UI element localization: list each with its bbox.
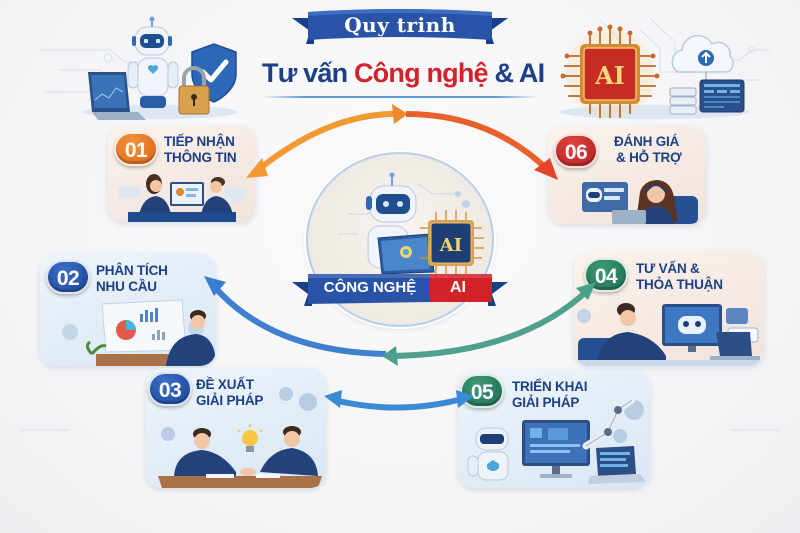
title-part-2: Công nghệ	[353, 58, 489, 88]
step-title: TIẾP NHẬN THÔNG TIN	[164, 134, 237, 166]
ribbon-banner-shape	[292, 9, 508, 44]
security-robot-illustration	[82, 16, 238, 120]
step-card-05: 05 TRIỂN KHAI GIẢI PHÁP	[458, 370, 650, 488]
step-number-badge: 03	[148, 372, 192, 406]
step-number-badge: 05	[460, 374, 504, 408]
step-title-line-2: & HỖ TRỢ	[616, 150, 682, 165]
step-title-line-1: PHÂN TÍCH	[96, 263, 168, 278]
step-title-line-2: GIẢI PHÁP	[512, 395, 580, 410]
dashboard-icon	[699, 79, 745, 113]
step-title: TRIỂN KHAI GIẢI PHÁP	[512, 379, 587, 411]
analysis-scene-icon	[62, 299, 216, 366]
step-number-badge: 04	[584, 258, 628, 292]
title-part-1: Tư vấn	[262, 58, 354, 88]
consulting-scene-icon	[574, 303, 764, 366]
step-number-badge: 01	[114, 132, 158, 166]
step-title-line-1: TRIỂN KHAI	[512, 379, 588, 394]
center-label-technology: CÔNG NGHỆ	[323, 279, 417, 296]
step-title-line-1: TIẾP NHẬN	[164, 134, 235, 149]
padlock-icon	[178, 66, 210, 115]
ai-cloud-illustration: AI	[560, 24, 750, 119]
step-title: PHÂN TÍCH NHU CẦU	[96, 263, 168, 295]
page-title: Tư vấn Công nghệ & AI	[262, 58, 545, 94]
meeting-scene-icon	[118, 174, 244, 222]
step-title: ĐÁNH GIÁ & HỖ TRỢ	[614, 134, 682, 166]
step-number-badge: 06	[554, 134, 598, 168]
step-title-line-1: ĐỀ XUẤT	[196, 377, 254, 392]
step-title: ĐỀ XUẤT GIẢI PHÁP	[196, 377, 263, 409]
ribbon-label: Quy trinh	[344, 13, 456, 37]
title-part-3: & AI	[487, 58, 545, 88]
step-title-line-2: GIẢI PHÁP	[196, 393, 264, 408]
svg-text:AI: AI	[439, 235, 462, 256]
deployment-scene-icon	[467, 396, 646, 484]
center-ribbon: CÔNG NGHỆ AI	[292, 272, 508, 308]
step-card-04: 04 TƯ VẤN & THỎA THUẬN	[574, 252, 764, 366]
title-underline	[262, 96, 538, 98]
proposal-handshake-scene-icon	[158, 387, 322, 488]
support-agent-scene-icon	[582, 180, 698, 224]
cloud-upload-icon	[671, 34, 734, 82]
center-label-ai: AI	[450, 279, 466, 296]
step-title-line-2: THỎA THUẬN	[636, 277, 723, 292]
step-card-06: 06 ĐÁNH GIÁ & HỖ TRỢ	[548, 126, 706, 224]
step-title-line-1: TƯ VẤN &	[636, 261, 700, 276]
step-card-02: 02 PHÂN TÍCH NHU CẦU	[40, 254, 216, 366]
svg-text:AI: AI	[594, 61, 625, 90]
step-title-line-2: NHU CẦU	[96, 279, 157, 294]
robot-ai-chip-icon: AI	[338, 172, 484, 276]
laptop-icon	[88, 72, 146, 120]
step-number-badge: 02	[46, 260, 90, 294]
step-title-line-2: THÔNG TIN	[164, 150, 237, 165]
server-icon	[669, 87, 697, 115]
step-card-01: 01 TIẾP NHẬN THÔNG TIN	[108, 126, 256, 222]
robot-icon	[127, 16, 179, 108]
title-ribbon: Quy trinh	[292, 8, 508, 46]
ai-chip-icon: AI	[560, 24, 660, 118]
step-card-03: 03 ĐỀ XUẤT GIẢI PHÁP	[146, 368, 326, 488]
step-title-line-1: ĐÁNH GIÁ	[614, 134, 680, 149]
step-title: TƯ VẤN & THỎA THUẬN	[636, 261, 723, 293]
